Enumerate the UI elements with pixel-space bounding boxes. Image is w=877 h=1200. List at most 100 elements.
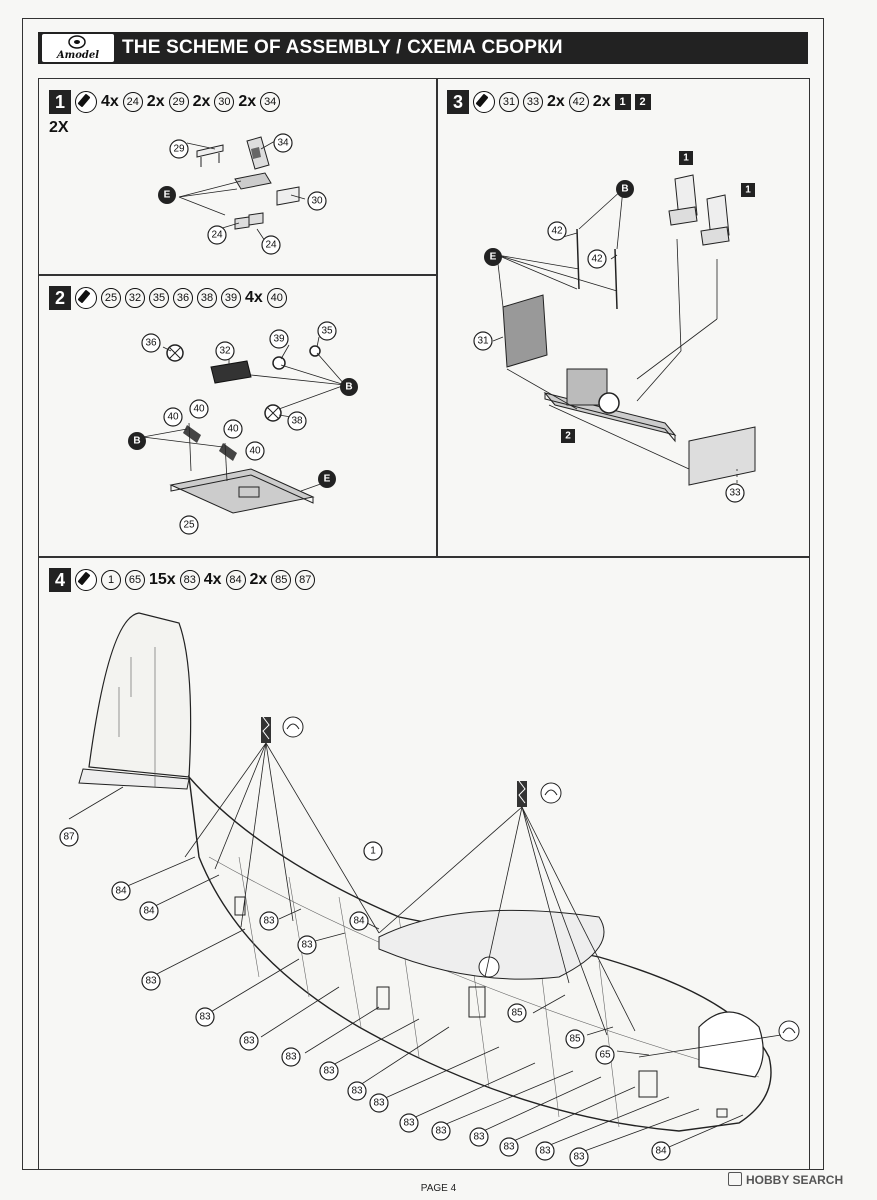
- step-4-part-list: 1 65 15x 83 4x 84 2x 85 87: [101, 570, 316, 590]
- part-callout: 83: [239, 1031, 259, 1051]
- part-number: 32: [125, 288, 145, 308]
- svg-text:84: 84: [115, 886, 127, 897]
- part-callout: 29: [169, 139, 189, 159]
- part-callout: 30: [307, 191, 327, 211]
- header-bar: Amodel THE SCHEME OF ASSEMBLY / СХЕМА СБ…: [38, 32, 808, 64]
- svg-text:33: 33: [729, 488, 741, 499]
- step-4-header: 4 1 65 15x 83 4x 84 2x 85 87: [49, 567, 316, 593]
- part-number: 87: [295, 570, 316, 590]
- paint-code-icon: E: [158, 186, 176, 204]
- svg-text:31: 31: [477, 336, 489, 347]
- part-callout: 34: [273, 133, 293, 153]
- part-number: 35: [149, 288, 169, 308]
- part-callout: 84: [651, 1141, 671, 1161]
- svg-text:83: 83: [573, 1152, 585, 1163]
- qty-label: 2x: [238, 93, 257, 110]
- part-callout: 84: [111, 881, 131, 901]
- svg-text:40: 40: [227, 424, 239, 435]
- qty-label: 4x: [101, 93, 119, 110]
- svg-text:E: E: [490, 252, 497, 263]
- part-number: 39: [221, 288, 241, 308]
- svg-text:30: 30: [311, 196, 323, 207]
- svg-text:25: 25: [183, 520, 195, 531]
- part-callout: 84: [349, 911, 369, 931]
- step-4-diagram: 87 84 84 83 83 84 83 83 83 83 83 83 83 8…: [59, 612, 800, 1167]
- super-glue-icon: [282, 716, 304, 738]
- part-callout: 83: [319, 1061, 339, 1081]
- part-callout: 83: [469, 1127, 489, 1147]
- svg-text:83: 83: [373, 1098, 385, 1109]
- subassembly-marker: 1: [679, 151, 693, 165]
- part-callout: 40: [189, 399, 209, 419]
- glue-icon: [473, 91, 495, 113]
- part-callout: 83: [569, 1147, 589, 1167]
- svg-text:39: 39: [273, 334, 285, 345]
- assembly-quantity: 2X: [49, 119, 69, 136]
- step-4-panel: 4 1 65 15x 83 4x 84 2x 85 87: [38, 556, 810, 1170]
- part-callout: 40: [245, 441, 265, 461]
- step-3-diagram: 42 42 31 33 1 1 2 B E: [473, 151, 756, 503]
- svg-text:1: 1: [683, 153, 689, 164]
- svg-text:83: 83: [263, 916, 275, 927]
- step-number: 2: [49, 286, 71, 310]
- part-number: 83: [179, 570, 200, 590]
- subassembly-marker: 2: [561, 429, 575, 443]
- step-number: 1: [49, 90, 71, 114]
- part-callout: 83: [535, 1141, 555, 1161]
- svg-text:42: 42: [591, 254, 603, 265]
- super-glue-icon: [540, 782, 562, 804]
- svg-text:83: 83: [243, 1036, 255, 1047]
- qty-label: 4x: [203, 571, 222, 588]
- part-number: 38: [197, 288, 217, 308]
- part-number: 84: [225, 570, 246, 590]
- paint-code-icon: B: [616, 180, 634, 198]
- svg-text:85: 85: [511, 1008, 523, 1019]
- svg-text:84: 84: [353, 916, 365, 927]
- part-callout: 83: [499, 1137, 519, 1157]
- part-number: 34: [260, 92, 281, 112]
- part-callout: 1: [363, 841, 383, 861]
- part-number: 24: [122, 92, 143, 112]
- svg-text:35: 35: [321, 326, 333, 337]
- paint-code-icon: E: [318, 470, 336, 488]
- watermark-text: HOBBY SEARCH: [746, 1173, 844, 1187]
- part-number: 40: [266, 288, 287, 308]
- cockpit-drawing: [502, 174, 756, 486]
- part-callout: 83: [259, 911, 279, 931]
- part-number: 36: [173, 288, 193, 308]
- step-1-diagram: 29 34 30 24 24 E: [158, 133, 327, 255]
- svg-text:83: 83: [323, 1066, 335, 1077]
- part-number: 85: [271, 570, 292, 590]
- svg-text:29: 29: [173, 144, 185, 155]
- svg-text:40: 40: [193, 404, 205, 415]
- svg-text:65: 65: [599, 1050, 611, 1061]
- step-1-header: 1 4x 24 2x 29 2x 30 2x 34: [49, 89, 281, 115]
- part-callout: 83: [369, 1093, 389, 1113]
- glue-icon: [75, 287, 97, 309]
- part-callout: 36: [141, 333, 161, 353]
- svg-text:87: 87: [63, 832, 75, 843]
- part-number: 30: [214, 92, 235, 112]
- svg-text:40: 40: [249, 446, 261, 457]
- part-callout: 87: [59, 827, 79, 847]
- part-callout: 24: [261, 235, 281, 255]
- svg-text:83: 83: [199, 1012, 211, 1023]
- svg-text:36: 36: [145, 338, 157, 349]
- svg-text:38: 38: [291, 416, 303, 427]
- svg-text:B: B: [133, 436, 140, 447]
- qty-label: 2x: [146, 93, 165, 110]
- part-number: 1: [101, 570, 121, 590]
- svg-text:83: 83: [301, 940, 313, 951]
- part-callout: 42: [587, 249, 607, 269]
- svg-text:42: 42: [551, 226, 563, 237]
- page-number: PAGE 4: [420, 1183, 457, 1194]
- instrument-panel-drawing: [166, 344, 321, 514]
- step-number: 3: [447, 90, 469, 114]
- part-callout: 33: [725, 483, 745, 503]
- part-number: 65: [125, 570, 145, 590]
- super-glue-icon: [778, 1020, 800, 1042]
- seat-drawing: [196, 136, 300, 230]
- paint-code-icon: B: [340, 378, 358, 396]
- part-callout: 38: [287, 411, 307, 431]
